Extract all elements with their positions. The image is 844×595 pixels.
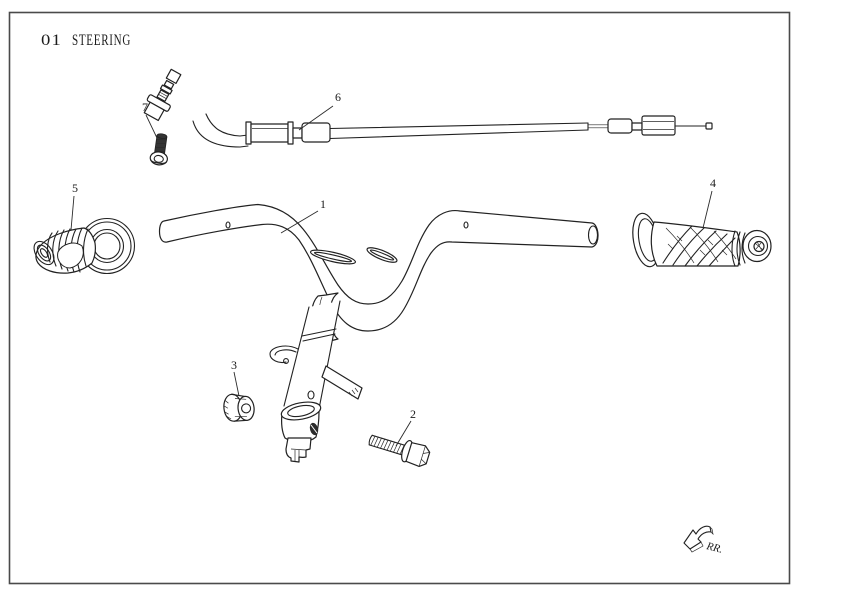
bolt-drawing xyxy=(368,434,431,467)
callout-2-bolt: 2 xyxy=(395,407,416,447)
callout-1-handlebar: 1 xyxy=(280,197,326,234)
rear-direction-label: RR. xyxy=(704,540,724,556)
right-grip-drawing xyxy=(632,212,772,268)
callout-4-label: 4 xyxy=(710,176,716,190)
callout-3-label: 3 xyxy=(231,358,237,372)
callout-4-right-grip: 4 xyxy=(702,176,716,229)
callout-3-nut: 3 xyxy=(231,358,240,397)
callout-5-label: 5 xyxy=(72,181,78,195)
steering-stem-drawing xyxy=(269,292,363,463)
rear-direction-marker: RR. xyxy=(683,525,724,556)
throttle-cable-drawing xyxy=(143,68,713,148)
section-title: STEERING xyxy=(72,32,131,49)
callout-2-label: 2 xyxy=(410,407,416,421)
callout-7-screw: 7 xyxy=(142,100,158,139)
handlebar-drawing xyxy=(158,203,599,332)
callout-1-label: 1 xyxy=(320,197,326,211)
callout-5-left-grip: 5 xyxy=(70,181,78,231)
screw-drawing xyxy=(149,133,168,166)
callouts: 1 2 3 4 5 6 7 xyxy=(70,90,716,447)
callout-6-cable: 6 xyxy=(298,90,341,131)
callout-7-label: 7 xyxy=(142,100,148,114)
section-number: 01 xyxy=(41,32,62,49)
nut-drawing xyxy=(223,393,255,422)
left-grip-drawing xyxy=(33,217,136,275)
page-title: 01 STEERING xyxy=(41,32,131,49)
callout-6-label: 6 xyxy=(335,90,341,104)
